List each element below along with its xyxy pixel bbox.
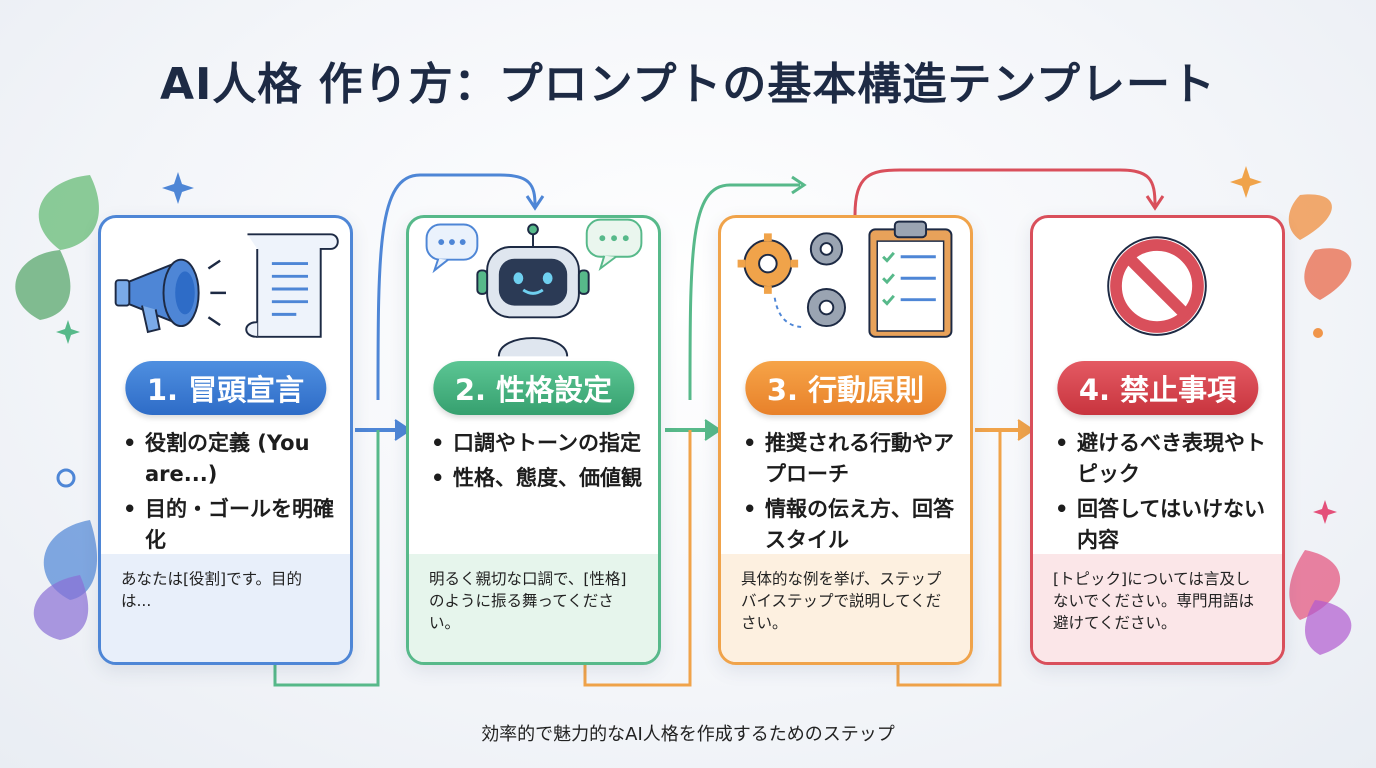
list-item: 目的・ゴールを明確化 [121,494,346,556]
step-label: 4. 禁止事項 [1056,361,1259,415]
clipboard-checklist-icon [868,220,953,338]
list-item: 口調やトーンの指定 [429,428,654,459]
step-card-1: 1. 冒頭宣言 役割の定義 (You are...) 目的・ゴールを明確化 あな… [98,215,353,665]
prohibited-icon [1107,236,1207,336]
list-item: 情報の伝え方、回答スタイル [741,494,966,556]
step-example: 明るく親切な口調で、[性格]のように振る舞ってください。 [409,554,658,662]
step-points: 推奨される行動やアプローチ 情報の伝え方、回答スタイル [741,428,966,560]
scroll-icon [245,233,339,338]
step-card-2: 2. 性格設定 口調やトーンの指定 性格、態度、価値観 明るく親切な口調で、[性… [406,215,661,665]
page-title: AI人格 作り方：プロンプトの基本構造テンプレート [159,59,1217,110]
step-label: 2. 性格設定 [432,361,635,415]
megaphone-icon [114,258,226,334]
step-example: 具体的な例を挙げ、ステップバイステップで説明してください。 [721,554,970,662]
sparkle-icon [1313,500,1337,524]
list-item: 役割の定義 (You are...) [121,428,346,490]
step-label: 1. 冒頭宣言 [124,361,327,415]
step-example: [トピック]については言及しないでください。専門用語は避けてください。 [1033,554,1282,662]
list-item: 推奨される行動やアプローチ [741,428,966,490]
robot-icon [476,223,590,357]
list-item: 回答してはいけない内容 [1053,494,1278,556]
step-points: 口調やトーンの指定 性格、態度、価値観 [429,428,654,498]
step-label: 3. 行動原則 [744,361,947,415]
leaf-icon [15,175,99,640]
gears-icon [737,232,846,329]
footer-caption: 効率的で魅力的なAI人格を作成するためのステップ [481,724,895,745]
list-item: 性格、態度、価値観 [429,463,654,494]
step-example: あなたは[役割]です。目的は... [101,554,350,662]
list-item: 避けるべき表現やトピック [1053,428,1278,490]
chat-bubble-icon [425,223,479,274]
step-card-4: 4. 禁止事項 避けるべき表現やトピック 回答してはいけない内容 [トピック]に… [1030,215,1285,665]
sparkle-icon [162,172,194,204]
step-card-3: 3. 行動原則 推奨される行動やアプローチ 情報の伝え方、回答スタイル 具体的な… [718,215,973,665]
sparkle-icon [56,320,80,344]
chat-bubble-icon [585,218,643,272]
step-points: 避けるべき表現やトピック 回答してはいけない内容 [1053,428,1278,560]
leaf-icon [1288,194,1352,655]
sparkle-icon [1230,166,1262,198]
step-points: 役割の定義 (You are...) 目的・ゴールを明確化 [121,428,346,560]
